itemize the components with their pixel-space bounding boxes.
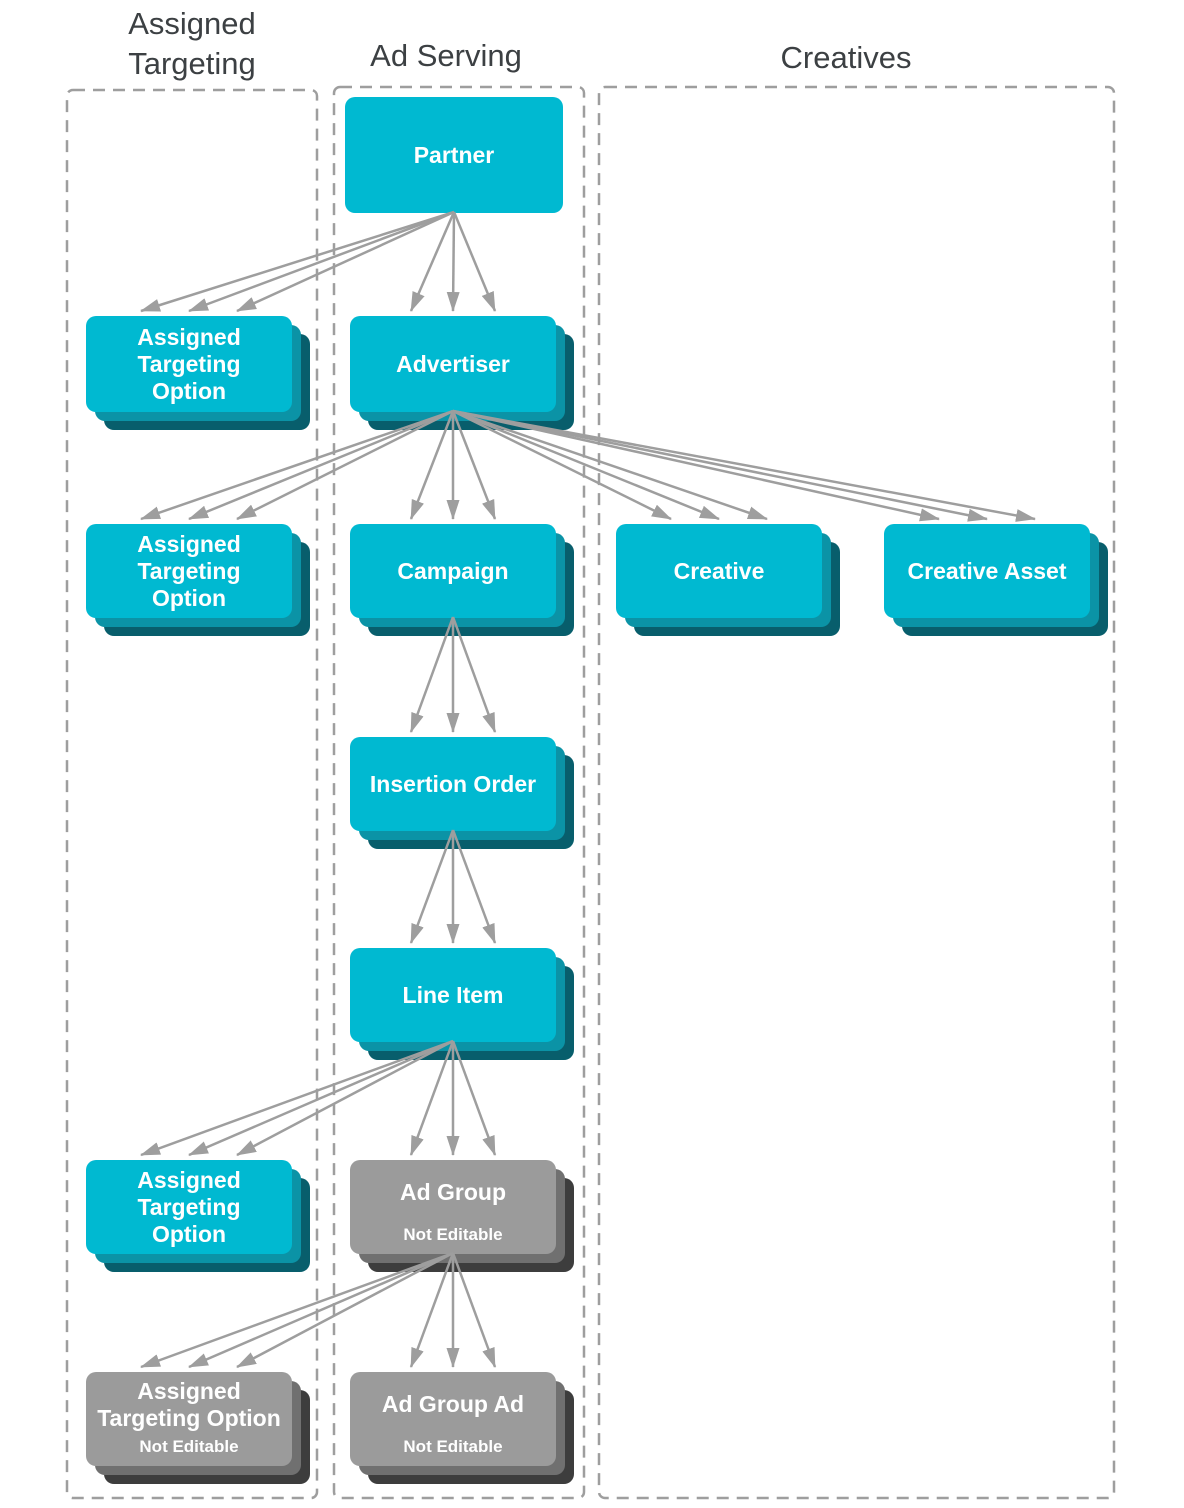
node-face: Campaign — [350, 524, 556, 618]
node-line-item: Line Item — [350, 948, 574, 1060]
node-face: Line Item — [350, 948, 556, 1042]
node-label: Insertion Order — [369, 770, 537, 797]
node-creative: Creative — [616, 524, 840, 636]
node-insertion-order: Insertion Order — [350, 737, 574, 849]
node-label: Ad Group — [399, 1179, 507, 1205]
node-label: Ad Group Ad — [381, 1391, 525, 1417]
node-label: Assigned Targeting Option — [137, 530, 241, 611]
node-ad-group-ad: Ad Group Ad Not Editable — [350, 1372, 574, 1484]
node-label: Assigned Targeting Option — [137, 323, 241, 404]
node-face: Advertiser — [350, 316, 556, 412]
node-sublabel: Not Editable — [139, 1437, 239, 1456]
node-sublabel: Not Editable — [403, 1437, 503, 1456]
node-label: Assigned Targeting Option — [137, 1166, 241, 1247]
node-label: Campaign — [397, 557, 509, 584]
column-title-assigned-targeting: Assigned Targeting — [128, 6, 256, 81]
node-label: Creative Asset — [907, 557, 1067, 584]
node-assigned-targeting-option-1: Assigned Targeting Option — [86, 316, 310, 430]
node-face: Ad Group Ad Not Editable — [350, 1372, 556, 1466]
node-label: Partner — [413, 141, 495, 168]
node-label: Advertiser — [396, 350, 510, 377]
node-assigned-targeting-option-3: Assigned Targeting Option — [86, 1160, 310, 1272]
node-face: Assigned Targeting Option — [86, 1160, 292, 1254]
node-face: Assigned Targeting Option — [86, 316, 292, 412]
node-face: Creative — [616, 524, 822, 618]
node-campaign: Campaign — [350, 524, 574, 636]
node-sublabel: Not Editable — [403, 1225, 503, 1244]
node-partner: Partner — [345, 97, 563, 213]
node-creative-asset: Creative Asset — [884, 524, 1108, 636]
node-advertiser: Advertiser — [350, 316, 574, 430]
column-title-creatives: Creatives — [780, 40, 912, 75]
column-title-ad-serving: Ad Serving — [370, 38, 522, 73]
node-face: Assigned Targeting Option — [86, 524, 292, 618]
node-face: Insertion Order — [350, 737, 556, 831]
node-assigned-targeting-option-2: Assigned Targeting Option — [86, 524, 310, 636]
node-face: Partner — [345, 97, 563, 213]
node-face: Creative Asset — [884, 524, 1090, 618]
node-label: Line Item — [402, 981, 504, 1008]
node-label: Assigned Targeting Option — [97, 1377, 281, 1431]
node-label: Creative — [673, 557, 765, 584]
